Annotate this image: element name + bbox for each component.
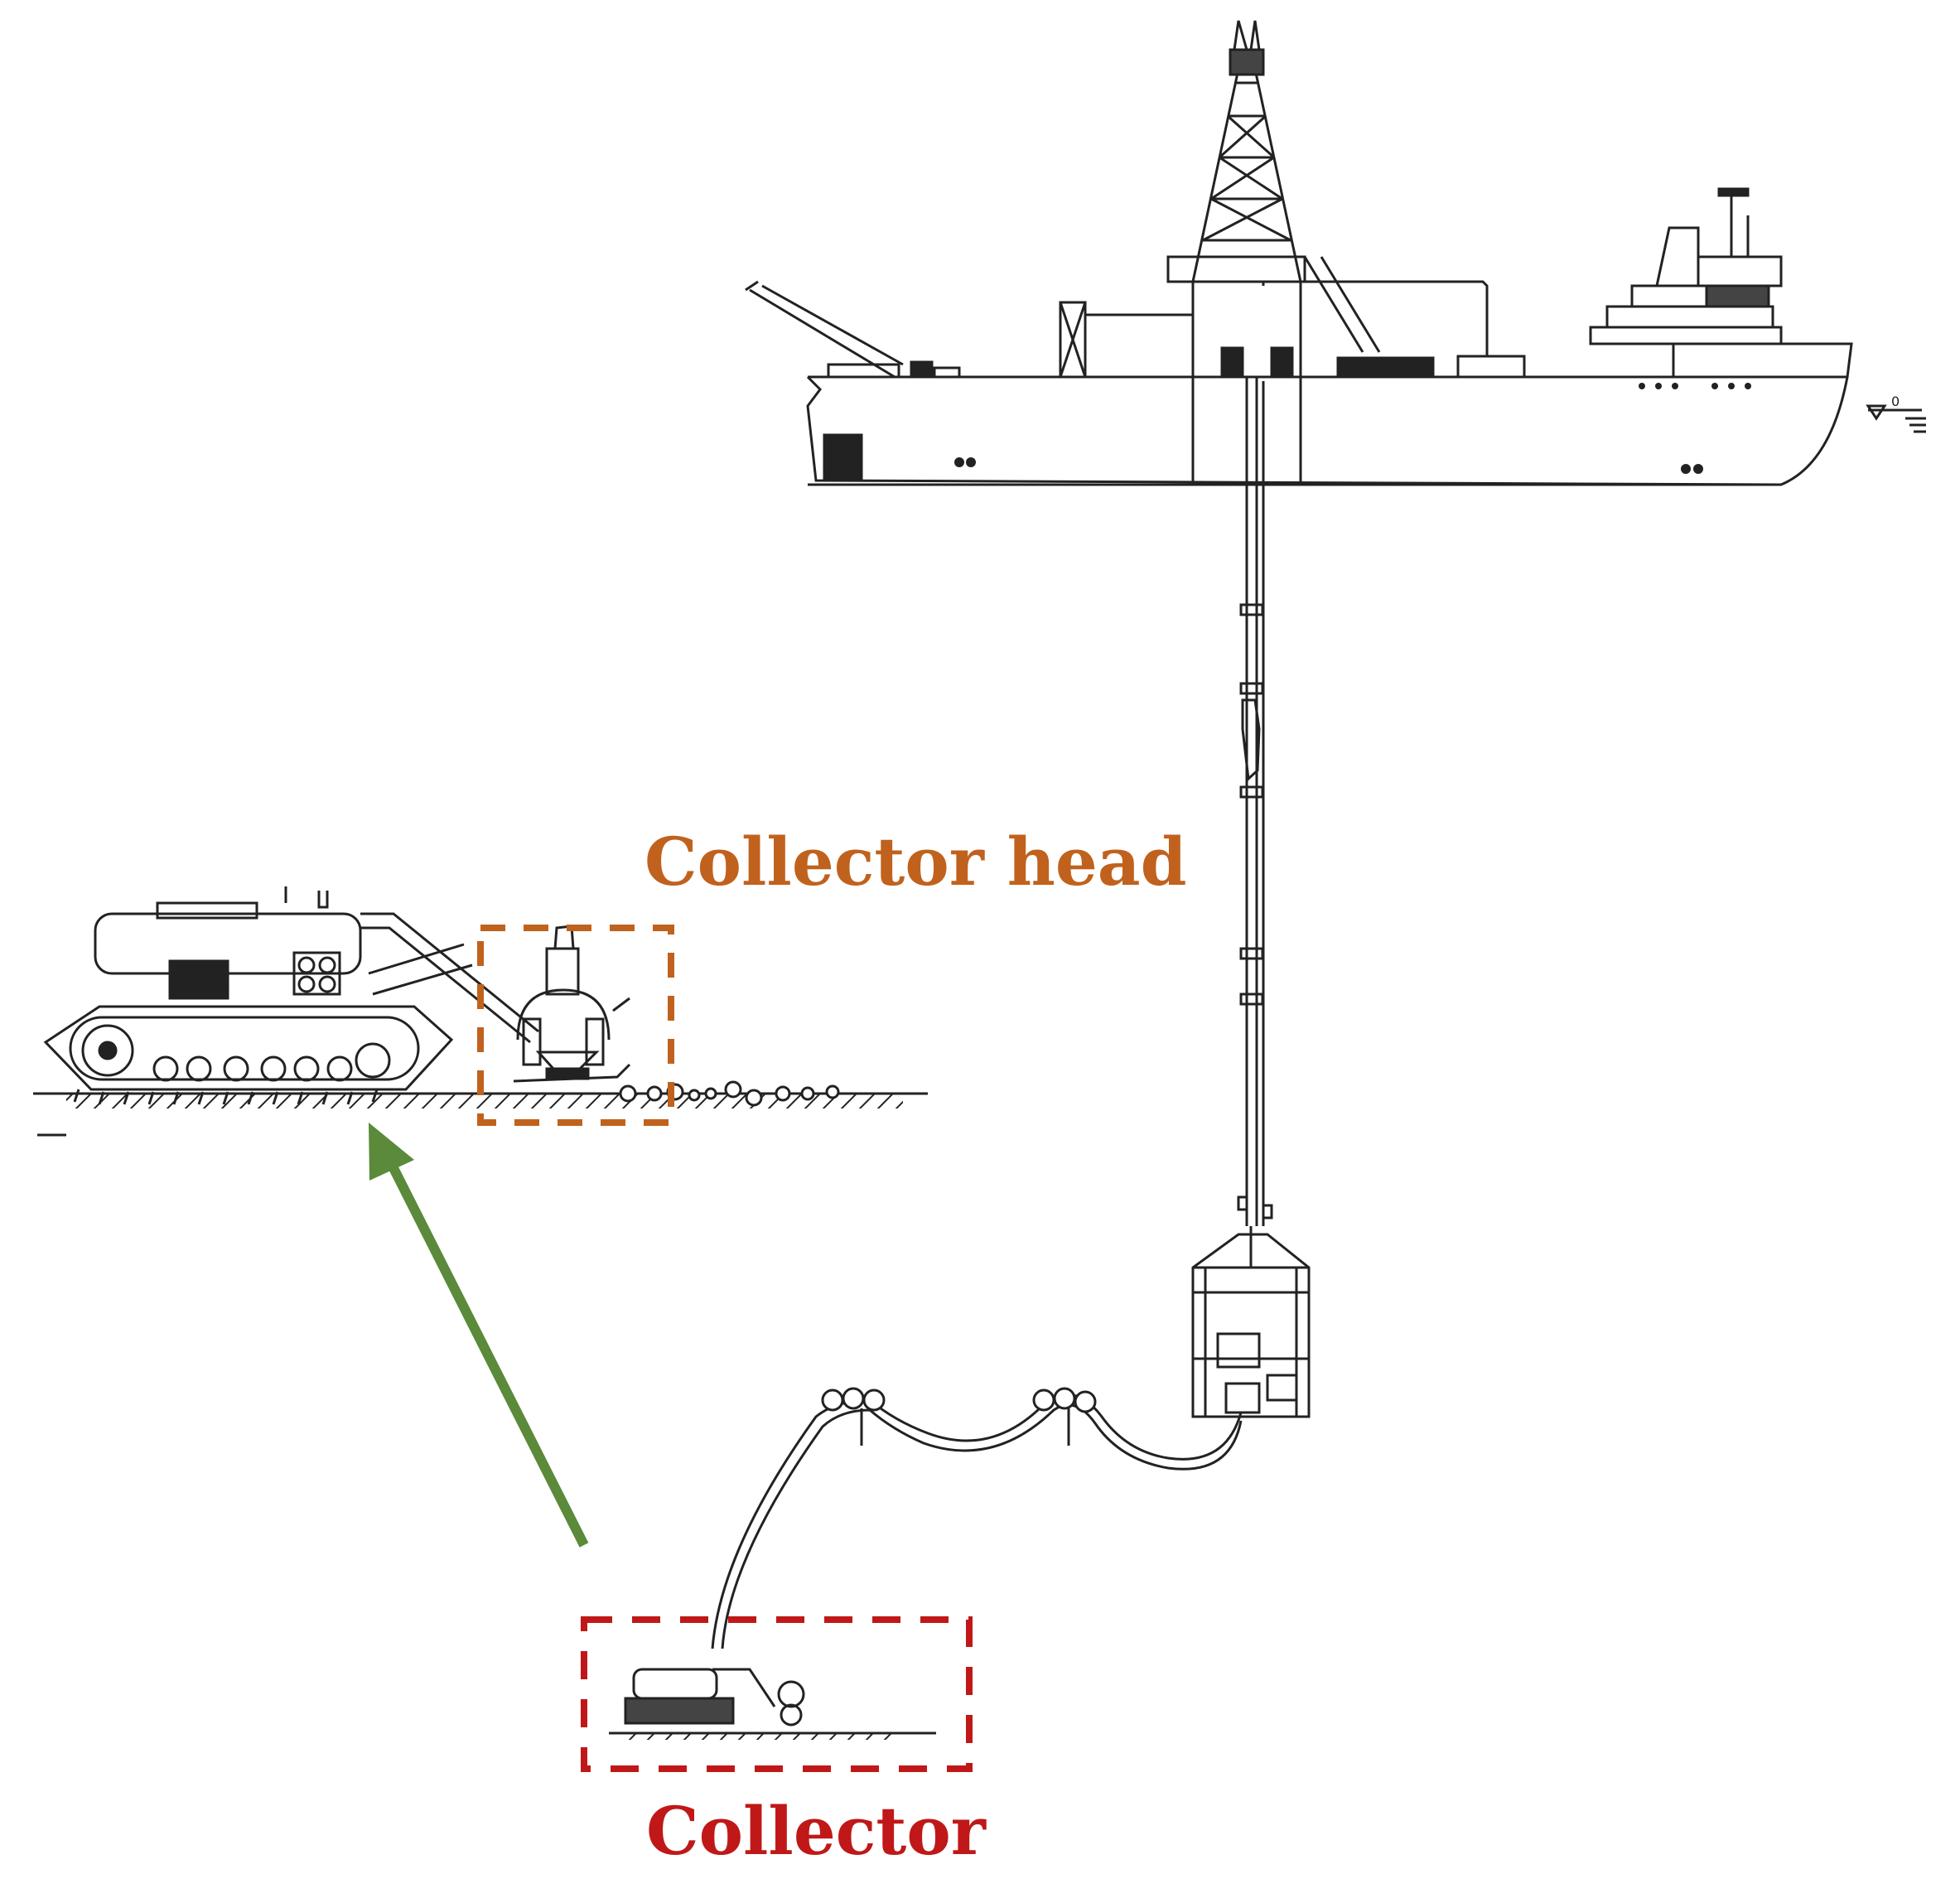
large-collector-vehicle bbox=[33, 886, 928, 1137]
ship-hull bbox=[806, 342, 1853, 486]
collector-valve-cluster bbox=[292, 951, 341, 996]
ship-portholes bbox=[954, 383, 1751, 474]
collector-head-highlight-box bbox=[477, 925, 674, 1126]
collector-label: Collector bbox=[646, 1792, 986, 1870]
drilling-derrick bbox=[1166, 20, 1306, 379]
collector-track bbox=[43, 1005, 454, 1091]
riser-pipe bbox=[1237, 377, 1273, 1226]
ship-crane bbox=[745, 280, 961, 379]
mining-ship bbox=[745, 20, 1926, 486]
buffer-station bbox=[1191, 1226, 1311, 1418]
nodules bbox=[619, 1080, 840, 1107]
deck-stairs bbox=[1303, 256, 1381, 353]
collector-highlight-box bbox=[581, 1616, 973, 1772]
flexible-hose bbox=[711, 1387, 1243, 1649]
ship-stern-thruster bbox=[823, 433, 863, 482]
small-collector-vehicle bbox=[609, 1668, 936, 1740]
collector-boom bbox=[360, 912, 539, 1044]
ship-bridge bbox=[1589, 187, 1783, 345]
waterline-label: 0 bbox=[1891, 394, 1900, 409]
track-wheels bbox=[81, 1024, 391, 1082]
zoom-arrow bbox=[369, 1123, 589, 1548]
hose-buoys bbox=[821, 1387, 1097, 1413]
deck-pipe bbox=[1262, 280, 1489, 356]
waterline-symbol bbox=[1866, 404, 1926, 433]
collector-head-device bbox=[513, 925, 631, 1083]
collector-head-label: Collector head bbox=[644, 823, 1187, 901]
